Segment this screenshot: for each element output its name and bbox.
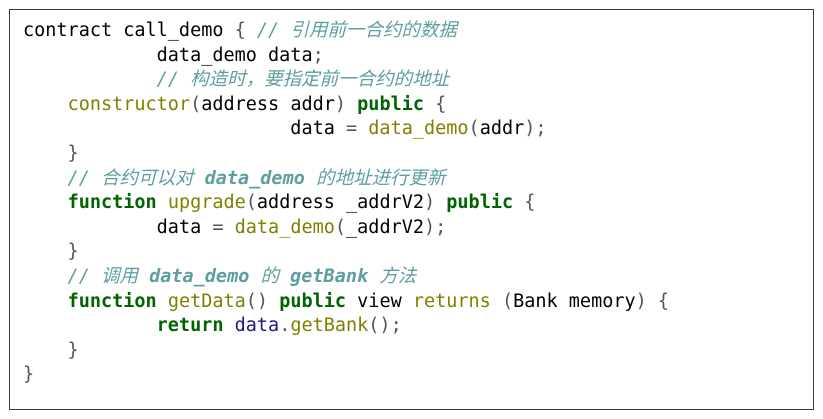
code-token-plain: data [23, 216, 213, 238]
code-token-punct: ); [524, 118, 547, 140]
code-token-comment: 的 [249, 265, 291, 287]
code-token-comment-bold: data_demo [204, 167, 305, 189]
code-token-comment: // 构造时，要指定前一合约的地址 [23, 69, 450, 91]
code-token-comment: 的地址进行更新 [304, 167, 446, 189]
code-token-plain [23, 94, 68, 115]
code-token-comment: // 调用 [23, 265, 150, 287]
code-token-punct: } [23, 142, 79, 164]
code-token-plain [157, 192, 168, 213]
code-token-func: data_demo [234, 216, 335, 238]
code-token-punct: = [346, 118, 369, 140]
code-listing: contract call_demo { // 引用前一合约的数据 data_d… [23, 19, 669, 388]
code-token-keyword: function [67, 290, 157, 312]
code-token-plain: view [346, 290, 413, 312]
code-line: } [23, 363, 669, 388]
code-token-punct: } [23, 241, 79, 263]
code-token-punct: (); [368, 315, 402, 337]
code-token-plain [23, 192, 68, 213]
code-block-frame: contract call_demo { // 引用前一合约的数据 data_d… [9, 9, 814, 410]
code-token-punct: } [23, 364, 35, 386]
code-token-func: upgrade [167, 192, 246, 214]
code-line: data_demo data; [23, 44, 669, 69]
code-token-punct: ( [490, 290, 514, 312]
code-token-punct: ); [424, 216, 447, 238]
code-token-keyword: public [279, 290, 347, 312]
code-token-func: data_demo [368, 118, 469, 140]
code-line: return data.getBank(); [23, 314, 669, 339]
code-token-punct: { [424, 93, 447, 115]
code-token-comment-bold: data_demo [149, 265, 250, 287]
code-token-var: data [234, 315, 280, 337]
code-token-plain [23, 291, 68, 312]
code-token-punct: ( [190, 93, 202, 115]
code-token-punct: () [245, 290, 280, 312]
code-token-comment: 方法 [368, 265, 417, 287]
code-token-plain: _addrV2 [346, 216, 424, 238]
code-token-plain: addr [479, 118, 525, 140]
code-token-plain: Bank memory [513, 290, 636, 312]
code-line: function getData() public view returns (… [23, 290, 670, 315]
code-token-func: returns [412, 290, 491, 312]
code-line: function upgrade(address _addrV2) public… [23, 191, 669, 216]
code-token-comment-bold: getBank [290, 265, 369, 287]
code-token-punct: } [23, 339, 79, 361]
code-token-punct: . [279, 315, 291, 337]
code-line: data = data_demo(addr); [23, 117, 669, 142]
code-token-punct: ) [424, 192, 447, 214]
code-token-func: constructor [67, 93, 191, 115]
code-line: // 合约可以对 data_demo 的地址进行更新 [23, 167, 669, 192]
code-token-punct: = [212, 216, 235, 238]
code-token-plain: address _addrV2 [256, 192, 424, 214]
code-token-plain: data [23, 118, 347, 140]
code-token-plain [223, 315, 234, 336]
code-token-keyword: public [357, 93, 424, 115]
code-token-punct: { [234, 20, 257, 41]
code-token-punct: ) { [635, 290, 670, 312]
code-token-punct: ( [334, 216, 347, 238]
code-token-keyword: return [156, 315, 224, 337]
code-token-func: getBank [290, 315, 369, 337]
code-line: // 构造时，要指定前一合约的地址 [23, 68, 669, 93]
code-line: data = data_demo(_addrV2); [23, 216, 669, 241]
code-token-punct: ( [245, 192, 257, 214]
code-line: } [23, 240, 669, 265]
code-token-plain: address addr [201, 93, 335, 115]
code-line: } [23, 339, 669, 364]
code-token-comment: // 引用前一合约的数据 [256, 20, 457, 41]
code-token-comment: // 合约可以对 [23, 167, 205, 189]
code-token-keyword: function [67, 192, 157, 214]
code-token-punct: ; [312, 44, 324, 66]
code-token-plain [157, 291, 168, 312]
code-token-plain [23, 315, 157, 336]
code-token-punct: ) [334, 93, 358, 115]
code-line: } [23, 142, 669, 167]
code-line: contract call_demo { // 引用前一合约的数据 [23, 19, 669, 44]
code-token-plain: data_demo data [23, 44, 313, 66]
code-line: constructor(address addr) public { [23, 93, 669, 118]
code-line: // 调用 data_demo 的 getBank 方法 [23, 265, 669, 290]
code-token-punct: { [513, 192, 536, 214]
code-token-plain: contract call_demo [23, 20, 235, 41]
code-token-punct: ( [468, 118, 480, 140]
code-token-keyword: public [446, 192, 514, 214]
code-token-func: getData [167, 290, 246, 312]
